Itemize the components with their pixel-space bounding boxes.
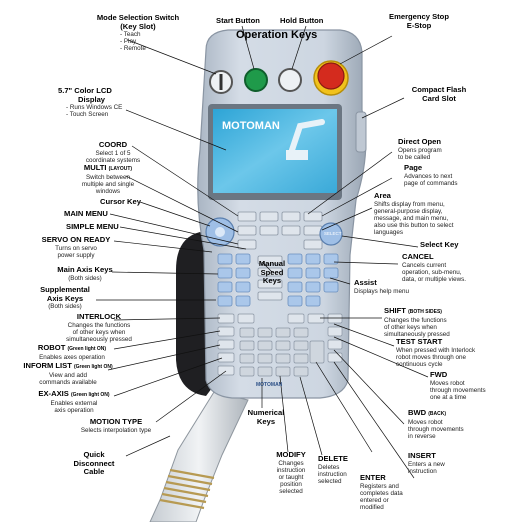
direct-open-label: Direct Open Opens program to be called [398, 137, 442, 161]
mode-teach: - Teach [120, 31, 141, 38]
main-menu-label: MAIN MENU [64, 209, 108, 218]
main-axis-keys-label: Main Axis Keys (Both sides) [57, 265, 113, 282]
quick-disconnect-cable-label: Quick Disconnect Cable [73, 450, 115, 476]
lcd-display-label: 5.7" Color LCD Display - Runs Windows CE… [58, 86, 123, 118]
quick-disconnect-cable [149, 391, 249, 522]
coord-label: COORD Select 1 of 5 coordinate systems [85, 140, 141, 164]
servo-on-ready-label: SERVO ON READY Turns on servo power supp… [41, 235, 111, 259]
start-button [244, 68, 268, 92]
mode-switch-subtitle: (Key Slot) [120, 21, 156, 31]
mode-switch-title: Mode Selection Switch [96, 13, 180, 22]
simple-menu-label: SIMPLE MENU [66, 222, 119, 231]
manual-speed-keys-label: Manual Speed Keys [258, 259, 286, 285]
delete-label: DELETE Deletes instruction selected [318, 454, 348, 485]
screen-brand-logo: MOTOMAN [222, 120, 280, 132]
emergency-stop-label: Emergency Stop E-Stop [389, 12, 449, 30]
hand-strap [176, 232, 212, 396]
mode-play: - Play [120, 38, 137, 45]
compact-flash-slot [355, 111, 367, 153]
assist-label: Assist Displays help menu [354, 278, 409, 295]
multi-label: MULTI (LAYOUT) Switch between multiple a… [81, 163, 135, 195]
supplemental-axis-keys-label: Supplemental Axis Keys (Both sides) [40, 285, 90, 310]
compact-flash-label: Compact Flash Card Slot [411, 85, 467, 103]
select-key-text: SELECT [324, 231, 342, 236]
bwd-label: BWD (BACK) Moves robot through movements… [408, 408, 464, 440]
emergency-stop-button [317, 62, 345, 90]
fwd-label: FWD Moves robot through movements one at… [430, 370, 486, 401]
operation-keys-label: Operation Keys [236, 29, 318, 41]
body-brand-logo: MOTOMAN [256, 382, 283, 388]
start-button-label: Start Button [216, 16, 260, 25]
inform-list-label: INFORM LIST (Green light ON) View and ad… [23, 361, 113, 386]
robot-label: ROBOT (Green light ON) Enables axes oper… [37, 343, 107, 361]
numerical-keys-label: Numerical Keys [247, 408, 285, 426]
area-label: Area Shifts display from menu, general-p… [374, 191, 454, 236]
axis-keys [217, 253, 339, 307]
mode-selection-switch-label: Mode Selection Switch (Key Slot) - Teach… [90, 13, 186, 52]
select-key-label: Select Key [420, 240, 459, 249]
test-start-label: TEST START When pressed with Interlock r… [396, 337, 476, 368]
insert-label: INSERT Enters a new instruction [408, 451, 445, 475]
page-label: Page Advances to next page of commands [404, 163, 458, 187]
motion-type-label: MOTION TYPE Selects interpolation type [80, 417, 152, 434]
hold-button [278, 68, 302, 92]
cursor-key-label: Cursor Key [100, 197, 141, 206]
ex-axis-label: EX-AXIS (Green light ON) Enables externa… [38, 389, 110, 414]
numerical-keys [239, 327, 325, 377]
cancel-label: CANCEL Cancels current operation, sub-me… [402, 252, 467, 283]
hold-button-label: Hold Button [280, 16, 324, 25]
mode-remote: - Remote [120, 45, 146, 52]
modify-label: MODIFY Changes instruction or taught pos… [276, 450, 306, 495]
interlock-label: INTERLOCK Changes the functions of other… [66, 312, 132, 343]
shift-label: SHIFT (BOTH SIDES) Changes the functions… [384, 306, 450, 338]
manual-speed-keys [257, 255, 283, 301]
enter-label: ENTER Registers and completes data enter… [360, 473, 403, 511]
